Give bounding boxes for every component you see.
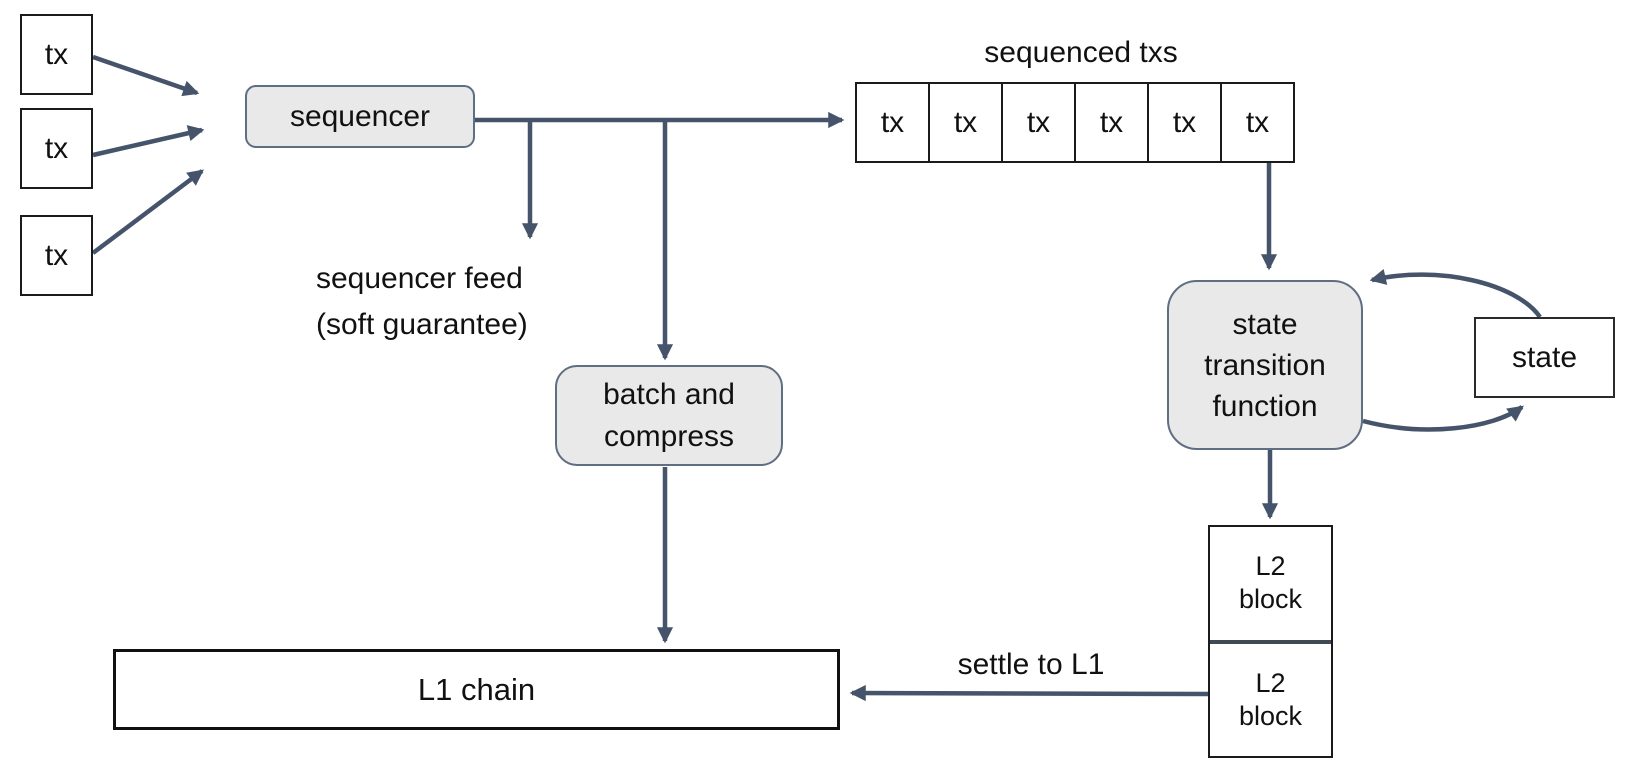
l2-block-top-label: L2 block [1238, 551, 1303, 615]
sequencer-label: sequencer [289, 99, 431, 133]
sequenced-tx-5: tx [1147, 82, 1222, 163]
tx-label: tx [44, 37, 69, 71]
sequencer-node: sequencer [245, 85, 475, 148]
sequencer-feed-line1: sequencer feed [316, 262, 523, 295]
tx-label: tx [44, 131, 69, 165]
l2-block-bottom: L2 block [1210, 639, 1331, 757]
sequencer-feed-label: sequencer feed (soft guarantee) [316, 256, 528, 348]
state-label: state [1511, 340, 1578, 374]
sequenced-tx-2: tx [928, 82, 1003, 163]
sequenced-tx-6: tx [1220, 82, 1295, 163]
l2-block-bottom-label: L2 block [1238, 667, 1303, 731]
state-node: state [1474, 317, 1615, 398]
edge-state-to-stf [1369, 269, 1542, 319]
edge-tx2-to-sequencer [92, 125, 205, 158]
l1-chain-label: L1 chain [417, 671, 536, 707]
l2-block-stack: L2 block L2 block [1208, 525, 1333, 758]
sequenced-txs-row: tx tx tx tx tx tx [855, 82, 1295, 163]
sequenced-tx-3: tx [1001, 82, 1076, 163]
edge-l2-block-to-l1 [849, 684, 1209, 702]
sequenced-tx-1: tx [855, 82, 930, 163]
l2-block-top: L2 block [1210, 527, 1331, 640]
edge-tx1-to-sequencer [92, 54, 200, 97]
tx-box-2: tx [20, 108, 93, 189]
sequenced-txs-title: sequenced txs [984, 36, 1178, 69]
state-transition-function-label: state transition function [1204, 307, 1326, 423]
tx-label: tx [44, 238, 69, 272]
edge-tx3-to-sequencer [91, 169, 204, 255]
state-transition-function-node: state transition function [1167, 280, 1363, 450]
batch-and-compress-label: batch and compress [603, 377, 735, 453]
sequencer-feed-line2: (soft guarantee) [316, 308, 528, 341]
tx-box-3: tx [20, 215, 93, 296]
tx-box-1: tx [20, 14, 93, 95]
batch-and-compress-node: batch and compress [555, 365, 783, 466]
sequenced-tx-4: tx [1074, 82, 1149, 163]
edge-stf-to-state [1362, 405, 1524, 432]
l1-chain-node: L1 chain [113, 649, 840, 730]
settle-to-l1-label: settle to L1 [957, 648, 1105, 681]
